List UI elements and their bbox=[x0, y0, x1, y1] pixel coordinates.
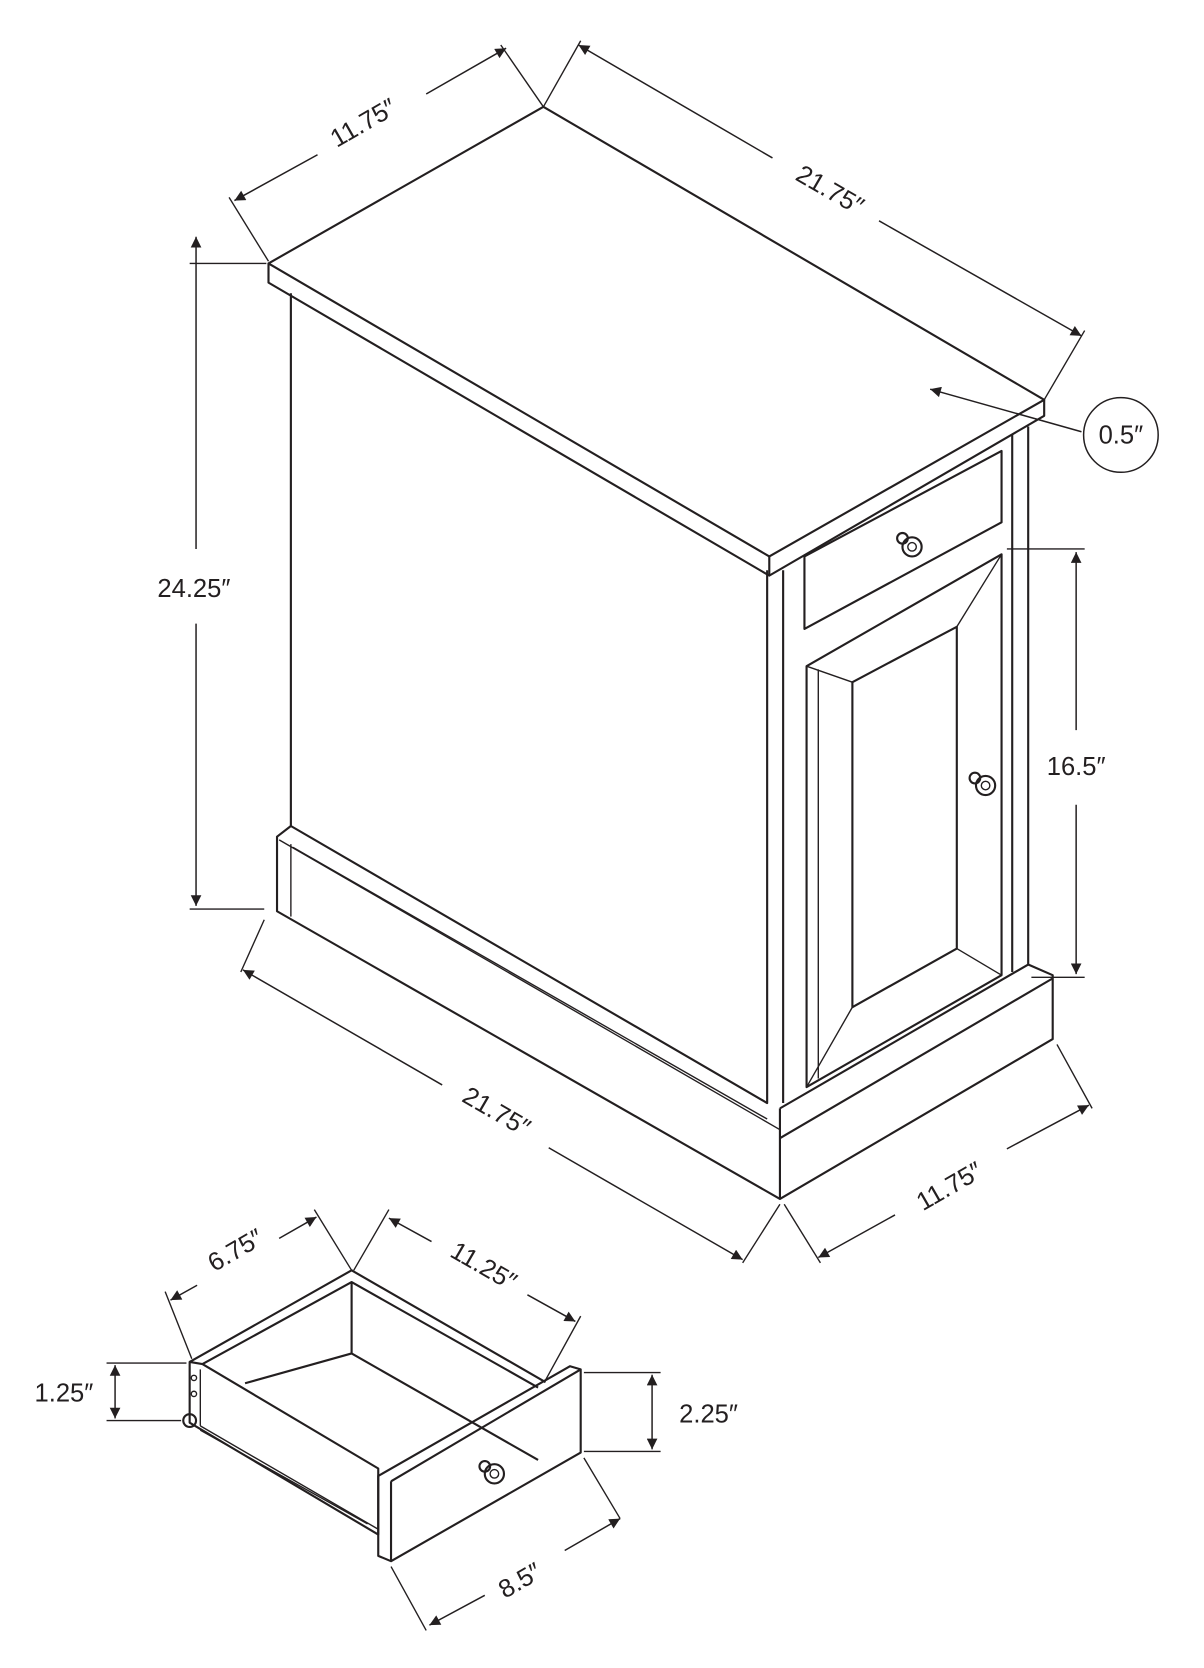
drawer-front-width-label: 8.5″ bbox=[494, 1558, 547, 1605]
drawer bbox=[182, 1269, 582, 1563]
drawer-interior-width-label: 6.75″ bbox=[203, 1224, 268, 1278]
height-label: 24.25″ bbox=[157, 575, 230, 603]
door-knob-icon bbox=[968, 771, 997, 797]
cabinet-dimensions: 11.75″ 21.75″ 0.5″ 24.25″ 16.5″ 21.75″ 1… bbox=[157, 40, 1159, 1264]
drawer-knob-icon bbox=[896, 531, 923, 558]
top-width-label: 21.75″ bbox=[791, 160, 868, 221]
door-height-label: 16.5″ bbox=[1047, 753, 1106, 781]
drawer-front-knob-icon bbox=[478, 1459, 506, 1485]
cabinet-side-panel bbox=[289, 293, 769, 1105]
base-depth-label: 11.75″ bbox=[912, 1157, 988, 1217]
drawer-interior-height-label: 1.25″ bbox=[35, 1379, 94, 1407]
top-thickness-callout bbox=[1082, 396, 1159, 474]
drawer-interior-depth-label: 11.25″ bbox=[446, 1237, 522, 1297]
cabinet-door bbox=[805, 553, 1003, 1089]
cabinet-door-panel bbox=[851, 625, 958, 1009]
cabinet bbox=[267, 105, 1054, 1200]
top-depth-label: 11.75″ bbox=[326, 93, 402, 153]
cabinet-top-surface bbox=[267, 105, 1046, 558]
base-width-label: 21.75″ bbox=[458, 1082, 535, 1143]
drawer-side bbox=[188, 1360, 380, 1536]
drawer-front-height-label: 2.25″ bbox=[679, 1401, 738, 1429]
cabinet-drawer-front bbox=[803, 449, 1003, 630]
drawer-dimensions: 6.75″ 11.25″ 1.25″ 2.25″ 8.5″ bbox=[35, 1209, 738, 1631]
top-thickness-label: 0.5″ bbox=[1099, 421, 1144, 449]
drawer-front bbox=[377, 1365, 582, 1563]
cabinet-top-edge bbox=[267, 263, 1046, 577]
